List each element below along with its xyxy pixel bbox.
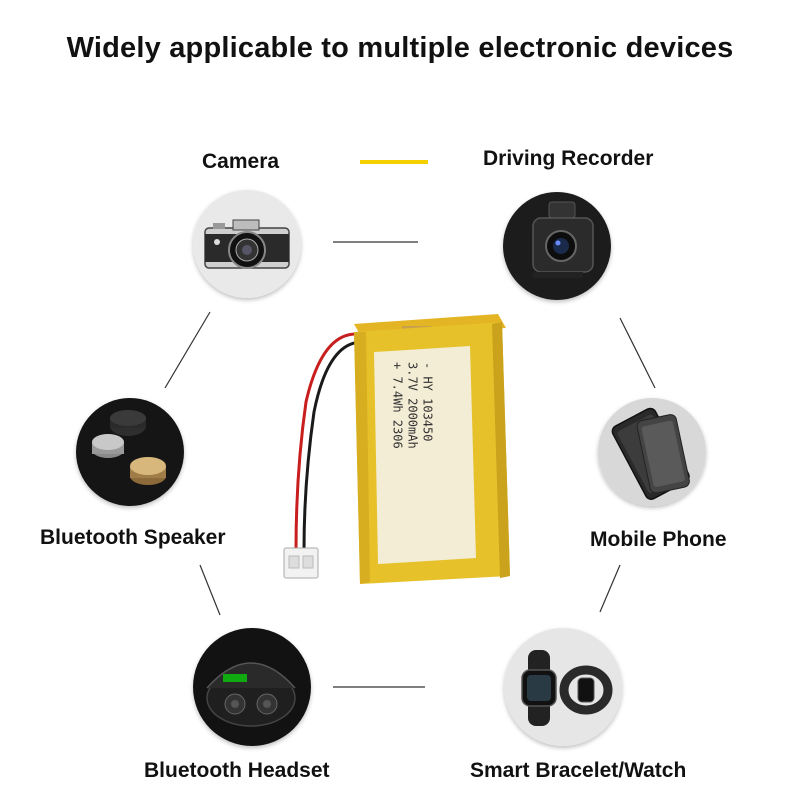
earbuds-icon <box>193 628 311 746</box>
battery-line-1: - HY 103450 <box>420 362 435 442</box>
mobile-phone-image <box>598 398 706 506</box>
connector-camera-speaker <box>164 311 211 389</box>
connector-speaker-headset <box>199 564 221 616</box>
battery-line-3: + 7.4Wh 2306 <box>390 362 405 449</box>
camera-image <box>193 190 301 298</box>
smart-watch-image <box>504 628 622 746</box>
page-title: Widely applicable to multiple electronic… <box>66 32 734 64</box>
label-driving-recorder: Driving Recorder <box>483 147 654 170</box>
battery-icon <box>283 314 510 584</box>
label-smart-watch: Smart Bracelet/Watch <box>470 759 687 782</box>
connector-recorder-phone <box>619 317 656 389</box>
dashcam-icon <box>503 192 611 300</box>
label-bluetooth-headset: Bluetooth Headset <box>144 759 330 782</box>
phone-icon <box>598 398 706 506</box>
label-camera: Camera <box>202 150 280 173</box>
battery-label-text: - HY 103450 3.7V 2000mAh + 7.4Wh 2306 <box>390 362 435 562</box>
label-mobile-phone: Mobile Phone <box>590 528 727 551</box>
bluetooth-speaker-image <box>76 398 184 506</box>
label-bluetooth-speaker: Bluetooth Speaker <box>40 526 226 549</box>
driving-recorder-image <box>503 192 611 300</box>
lipo-battery-image: - HY 103450 3.7V 2000mAh + 7.4Wh 2306 <box>262 312 522 602</box>
connector-phone-watch <box>599 564 621 613</box>
watch-icon <box>504 628 622 746</box>
accent-divider <box>360 160 428 164</box>
bluetooth-headset-image <box>193 628 311 746</box>
battery-line-2: 3.7V 2000mAh <box>405 362 420 449</box>
speaker-icon <box>76 398 184 506</box>
camera-icon <box>193 190 301 298</box>
